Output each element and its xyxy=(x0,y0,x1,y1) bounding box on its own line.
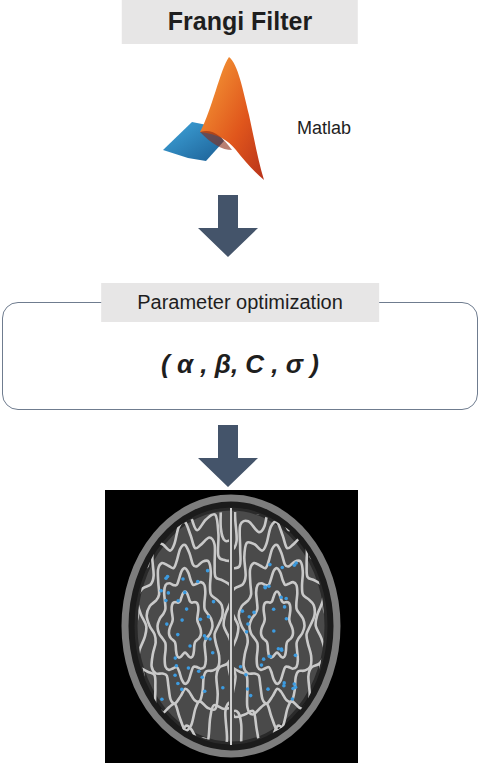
vessel-dot xyxy=(285,617,289,621)
vessel-dot xyxy=(266,687,270,691)
vessel-dot xyxy=(262,657,266,661)
title: Frangi Filter xyxy=(122,0,358,44)
vessel-dot xyxy=(291,687,295,691)
vessel-dot xyxy=(283,605,287,609)
vessel-dot xyxy=(180,688,184,692)
vessel-dot xyxy=(208,637,212,641)
vessel-dot xyxy=(252,611,256,615)
vessel-dot xyxy=(277,647,281,651)
vessel-dot xyxy=(206,569,210,573)
vessel-dot xyxy=(267,584,271,588)
vessel-dot xyxy=(207,615,211,619)
gyrus xyxy=(147,545,223,704)
vessel-dot xyxy=(175,664,179,668)
vessel-dot xyxy=(188,644,192,648)
vessel-dot xyxy=(280,648,284,652)
vessel-dot xyxy=(263,586,267,590)
vessel-dot xyxy=(176,682,180,686)
vessel-dot xyxy=(246,687,250,691)
vessel-dot xyxy=(160,697,164,701)
vessel-dot xyxy=(164,577,168,581)
process-box: Parameter optimization( α , β, C , σ ) xyxy=(2,302,478,410)
vessel-dot xyxy=(279,595,283,599)
vessel-dot xyxy=(181,577,185,581)
vessel-dot xyxy=(180,618,184,622)
vessel-dot xyxy=(268,563,272,567)
vessel-dot xyxy=(176,633,180,637)
gyrus xyxy=(229,522,325,731)
vessel-dot xyxy=(263,585,267,589)
down-arrow xyxy=(198,195,258,257)
vessel-dot xyxy=(239,665,243,669)
vessel-dot xyxy=(196,580,200,584)
vessel-dot xyxy=(272,607,276,611)
matlab-logo xyxy=(163,57,264,180)
vessel-dot xyxy=(245,630,249,634)
vessel-dot xyxy=(294,654,298,658)
vessel-dot xyxy=(268,654,272,658)
vessel-dot xyxy=(164,599,168,603)
vessel-dot xyxy=(185,607,189,611)
vessel-dot xyxy=(241,609,245,613)
vessel-dot xyxy=(284,597,288,601)
vessel-dot xyxy=(244,673,248,677)
vessel-dot xyxy=(167,591,171,595)
vessel-dot xyxy=(173,656,177,660)
vessel-dot xyxy=(291,697,295,701)
vessel-dot xyxy=(173,673,177,677)
vessel-dot xyxy=(176,599,180,603)
vessel-dot xyxy=(293,563,297,567)
vessel-dot xyxy=(282,684,286,688)
vessel-dot xyxy=(249,694,253,698)
gyrus xyxy=(169,592,201,658)
gyrus xyxy=(239,545,315,704)
gyrus xyxy=(249,568,304,684)
vessel-dot xyxy=(212,600,216,604)
mri-image xyxy=(105,476,358,763)
vessel-dot xyxy=(165,622,169,626)
vessel-dot xyxy=(260,663,264,667)
vessel-dot xyxy=(280,566,284,570)
vessel-dot xyxy=(269,655,273,659)
vessel-dot xyxy=(272,629,276,633)
down-arrow xyxy=(198,425,258,487)
vessel-dot xyxy=(246,622,250,626)
vessel-dot xyxy=(199,618,203,622)
vessel-dot xyxy=(211,651,215,655)
vessel-dot xyxy=(221,686,225,690)
gyrus xyxy=(261,592,293,658)
vessel-dot xyxy=(183,591,187,595)
vessel-dot xyxy=(292,682,296,686)
vessel-dot xyxy=(203,634,207,638)
vessel-dot xyxy=(203,689,207,693)
vessel-dot xyxy=(200,675,204,679)
vessel-dot xyxy=(159,589,163,593)
parameter-list: ( α , β, C , σ ) xyxy=(3,349,477,380)
gyrus xyxy=(157,568,212,684)
vessel-dot xyxy=(247,615,251,619)
vessel-dot xyxy=(187,666,191,670)
box-heading: Parameter optimization xyxy=(101,283,379,322)
gyrus xyxy=(206,476,348,763)
gyrus xyxy=(126,499,246,750)
software-label: Matlab xyxy=(297,118,351,139)
vessel-dot xyxy=(197,669,201,673)
